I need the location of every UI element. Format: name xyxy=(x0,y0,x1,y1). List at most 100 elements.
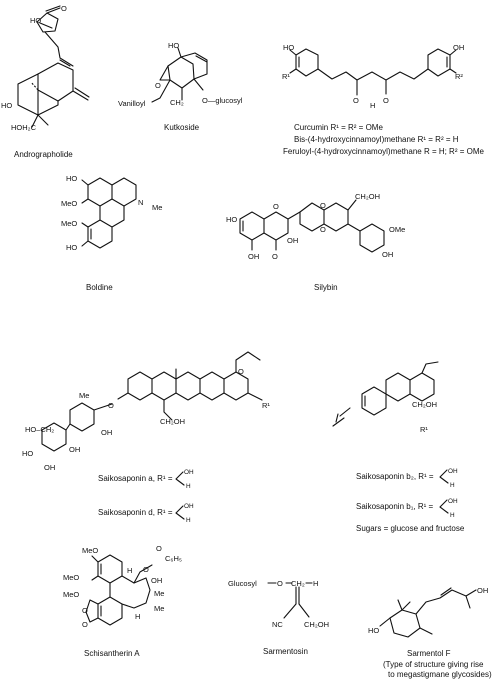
kutkoside-vanilloyl-label: Vanilloyl xyxy=(118,99,146,108)
sarmentosin-nc-label: NC xyxy=(272,620,283,629)
boldine-ho1-label: HO xyxy=(66,174,77,183)
silybin-oh2-label: OH xyxy=(287,236,298,245)
kutkoside-ch2-label: CH₂ xyxy=(170,98,184,107)
saikosaponin-ad-ch2oh-label: CH₂OH xyxy=(160,417,185,426)
saikosaponin-ad-o-bridge-label: O xyxy=(238,367,244,376)
saikosaponin-a-caption: Saikosaponin a, R¹ = xyxy=(98,474,173,483)
saikosaponin-d-caption: Saikosaponin d, R¹ = xyxy=(98,508,173,517)
saikosaponin-b2-caption: Saikosaponin b₂, R¹ = xyxy=(356,472,434,481)
schisantherin-meo1-label: MeO xyxy=(82,546,98,555)
silybin-o3-label: O xyxy=(320,225,326,234)
sarmentosin-structure xyxy=(267,582,313,619)
schisantherin-o-ester-label: O xyxy=(143,565,149,574)
saikosaponin-ad-oh3-label: OH xyxy=(101,428,112,437)
sarmentosin-name: Sarmentosin xyxy=(263,647,308,656)
boldine-ho2-label: HO xyxy=(66,243,77,252)
curcumin-caption-line2: Bis-(4-hydroxycinnamoyl)methane R¹ = R² … xyxy=(294,135,459,144)
saikosaponin-b1-r-bonds xyxy=(439,499,449,514)
sarmentosin-ch2oh-label: CH₂OH xyxy=(304,620,329,629)
sarmentol-oh-label: OH xyxy=(477,586,488,595)
boldine-meo1-label: MeO xyxy=(61,199,77,208)
saikosaponin-ad-oh2-label: OH xyxy=(69,445,80,454)
schisantherin-me1-label: Me xyxy=(154,589,164,598)
boldine-name: Boldine xyxy=(86,283,113,292)
schisantherin-me2-label: Me xyxy=(154,604,164,613)
saikosaponin-ad-me-label: Me xyxy=(79,391,89,400)
saikosaponin-d-r-h: H xyxy=(186,517,191,524)
silybin-structure xyxy=(239,199,385,253)
saikosaponin-ad-hoch2-label: HO–CH₂ xyxy=(25,425,54,434)
curcumin-keto-o-label: O xyxy=(383,96,389,105)
saikosaponin-sugars-caption: Sugars = glucose and fructose xyxy=(356,524,465,533)
boldine-structure xyxy=(81,177,137,249)
boldine-meo2-label: MeO xyxy=(61,219,77,228)
curcumin-r2-label: R² xyxy=(455,72,463,81)
schisantherin-h-label: H xyxy=(127,566,132,575)
schisantherin-o4-label: O xyxy=(82,620,88,629)
boldine-n-label: N xyxy=(138,198,143,207)
silybin-o4-label: O xyxy=(272,252,278,261)
sarmentol-structure xyxy=(379,587,477,638)
andrographolide-o1-label: O xyxy=(61,4,67,13)
andrographolide-name: Andrographolide xyxy=(14,150,73,159)
schisantherin-oh-label: OH xyxy=(151,576,162,585)
saikosaponin-ad-ho-sugar-label: HO xyxy=(22,449,33,458)
saikosaponin-ad-o-link-label: O xyxy=(108,401,114,410)
curcumin-oh-right-label: OH xyxy=(453,43,464,52)
curcumin-r1-label: R¹ xyxy=(282,72,290,81)
sarmentosin-ch2-label: CH₂ xyxy=(291,579,305,588)
curcumin-caption-line3: Feruloyl-(4-hydroxycinnamoyl)methane R =… xyxy=(283,147,485,156)
andrographolide-ho-ring-label: HO xyxy=(1,101,12,110)
andrographolide-ho-top-label: HO xyxy=(30,16,41,25)
curcumin-ho-left-label: HO xyxy=(283,43,294,52)
curcumin-caption-line1: Curcumin R¹ = R² = OMe xyxy=(294,123,383,132)
saikosaponin-b1-r-oh: OH xyxy=(448,498,458,505)
schisantherin-h2-label: H xyxy=(135,612,140,621)
saikosaponin-ad-r1-label: R¹ xyxy=(262,401,270,410)
silybin-o1-label: O xyxy=(273,202,279,211)
schisantherin-o2-label: O xyxy=(156,544,162,553)
schisantherin-meo3-label: MeO xyxy=(63,590,79,599)
sarmentosin-h-label: H xyxy=(313,579,318,588)
saikosaponin-d-r-bonds xyxy=(175,505,185,520)
silybin-oh1-label: OH xyxy=(248,252,259,261)
saikosaponin-b-structure xyxy=(332,361,439,427)
schisantherin-c6h5-label: C₆H₅ xyxy=(165,554,182,563)
saikosaponin-b2-r-h: H xyxy=(450,482,455,489)
silybin-ome-label: OMe xyxy=(389,225,405,234)
silybin-o2-label: O xyxy=(320,201,326,210)
sarmentol-subtitle-1: (Type of structure giving rise xyxy=(383,660,484,669)
boldine-me-label: Me xyxy=(152,203,162,212)
sarmentol-name: Sarmentol F xyxy=(407,649,451,658)
saikosaponin-b1-r-h: H xyxy=(450,512,455,519)
silybin-oh3-label: OH xyxy=(382,250,393,259)
sarmentosin-glucosyl-label: Glucosyl xyxy=(228,579,257,588)
saikosaponin-a-r-oh: OH xyxy=(184,469,194,476)
silybin-ho1-label: HO xyxy=(226,215,237,224)
saikosaponin-ad-structure xyxy=(41,351,263,452)
curcumin-enol-h-label: H xyxy=(370,101,375,110)
curcumin-enol-o-label: O xyxy=(353,96,359,105)
schisantherin-o3-label: O xyxy=(82,606,88,615)
saikosaponin-a-r-h: H xyxy=(186,483,191,490)
kutkoside-epoxide-o-label: O xyxy=(155,81,161,90)
saikosaponin-b-r1-label: R¹ xyxy=(420,425,428,434)
saikosaponin-b2-r-oh: OH xyxy=(448,468,458,475)
kutkoside-glucosyl-label: O—glucosyl xyxy=(202,96,243,105)
andrographolide-hoh2c-label: HOH₂C xyxy=(11,123,37,132)
saikosaponin-b1-caption: Saikosaponin b₁, R¹ = xyxy=(356,502,434,511)
silybin-ch2oh-label: CH₂OH xyxy=(355,192,380,201)
kutkoside-structure xyxy=(151,47,208,103)
saikosaponin-d-r-oh: OH xyxy=(184,503,194,510)
sarmentol-subtitle-2: to megastigmane glycosides) xyxy=(388,670,492,679)
kutkoside-ho-label: HO xyxy=(168,41,179,50)
silybin-name: Silybin xyxy=(314,283,338,292)
schisantherin-structure xyxy=(85,554,153,626)
schisantherin-meo2-label: MeO xyxy=(63,573,79,582)
saikosaponin-ad-oh1-label: OH xyxy=(44,463,55,472)
saikosaponin-a-r-bonds xyxy=(175,471,185,486)
sarmentol-ho-label: HO xyxy=(368,626,379,635)
saikosaponin-b-ch2oh-label: CH₂OH xyxy=(412,400,437,409)
saikosaponin-b2-r-bonds xyxy=(439,469,449,484)
